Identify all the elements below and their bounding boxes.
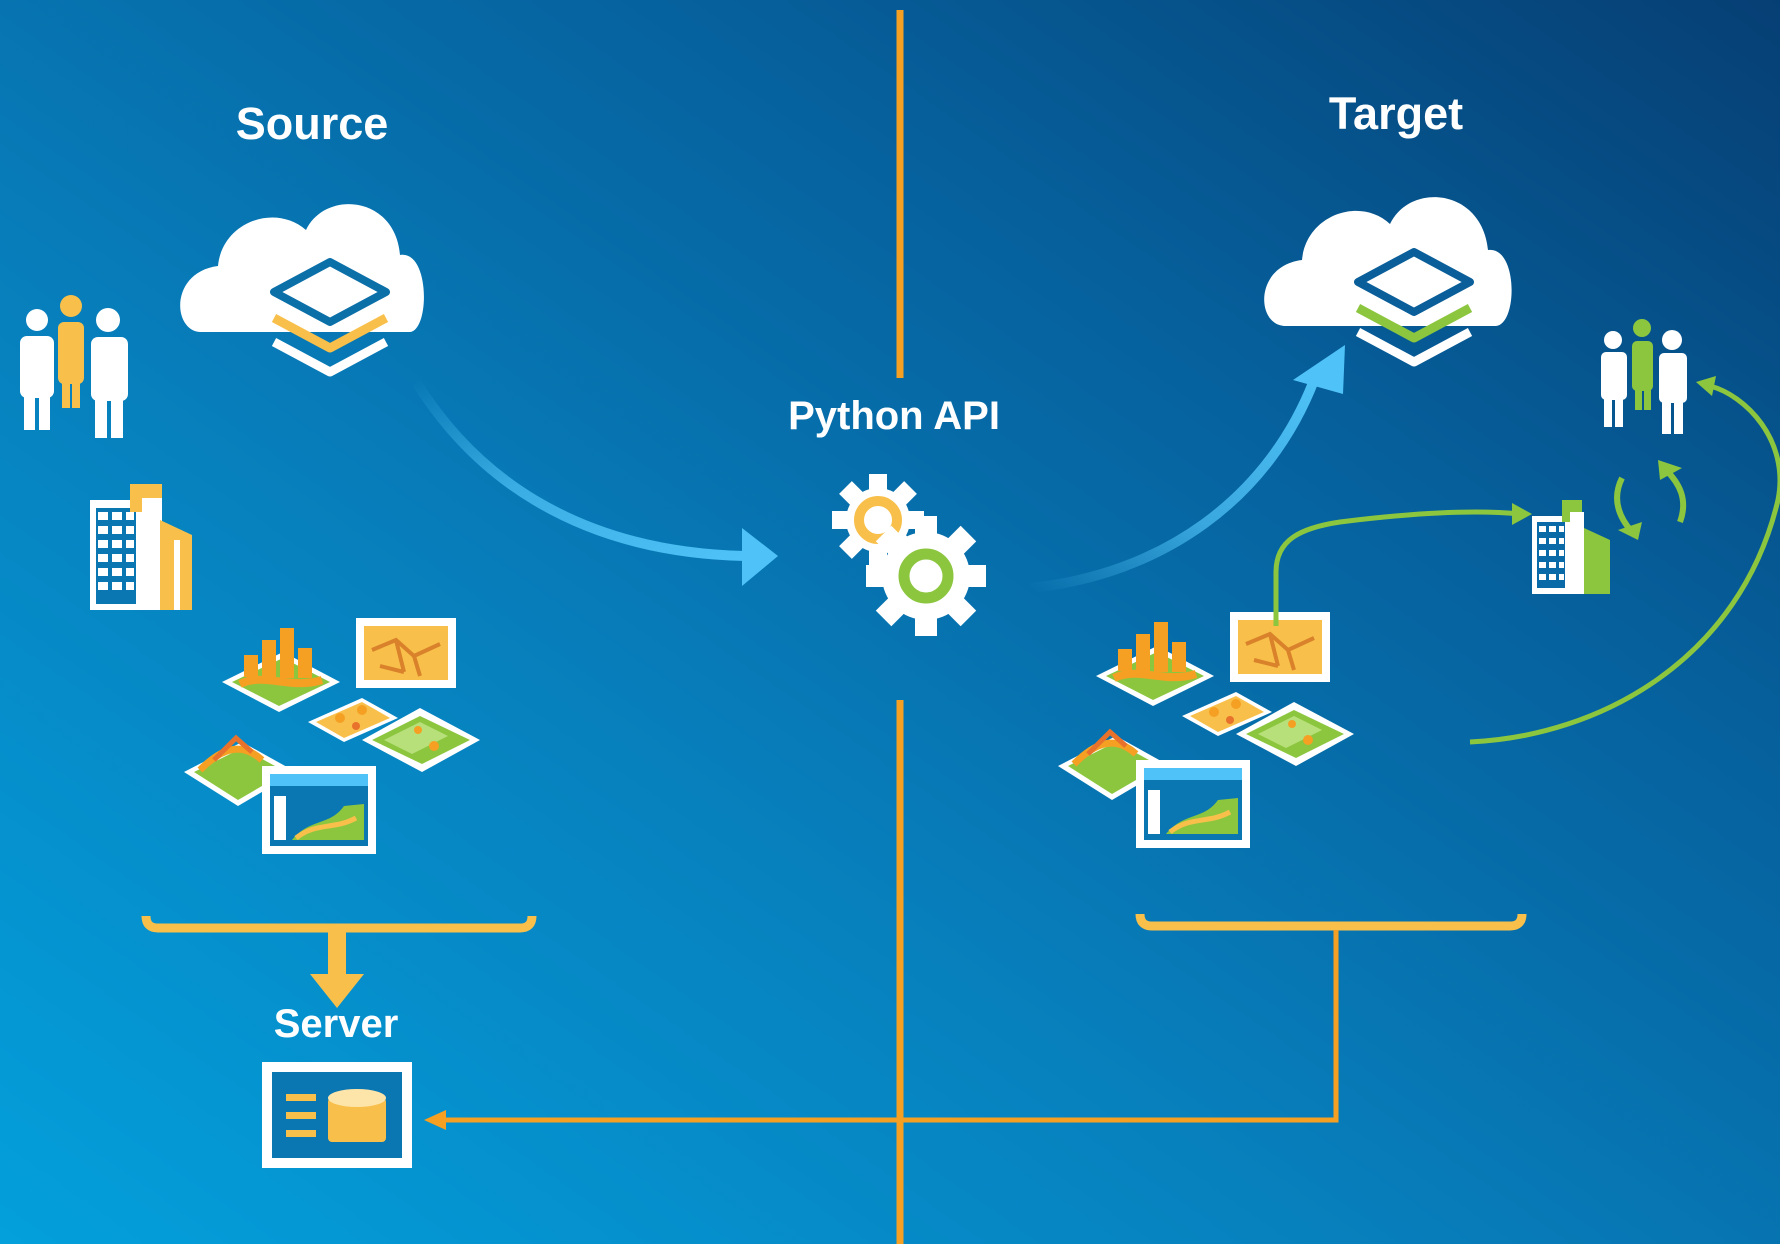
green-connector-arrows [1273, 376, 1780, 745]
gears-icon [832, 474, 986, 636]
target-to-server-connector [424, 930, 1339, 1130]
source-bracket [141, 915, 537, 1008]
sync-arrows-icon [1614, 460, 1687, 540]
target-bracket [1135, 913, 1527, 931]
target-content-items-icon [1058, 612, 1354, 848]
target-label: Target [1328, 88, 1464, 139]
source-to-api-arrow [410, 377, 778, 586]
cloud-layers-icon [180, 204, 424, 377]
server-label: Server [273, 1002, 399, 1046]
server-icon [262, 1062, 412, 1168]
source-label: Source [235, 98, 389, 149]
people-icon [20, 295, 128, 438]
content-items-icon [184, 618, 480, 854]
target-cloud-layers-icon [1264, 197, 1512, 367]
python-api-label: Python API [788, 394, 1000, 438]
api-to-target-arrow [1029, 345, 1345, 593]
buildings-icon [90, 484, 192, 610]
target-buildings-icon [1532, 500, 1610, 594]
target-people-icon [1601, 319, 1687, 434]
